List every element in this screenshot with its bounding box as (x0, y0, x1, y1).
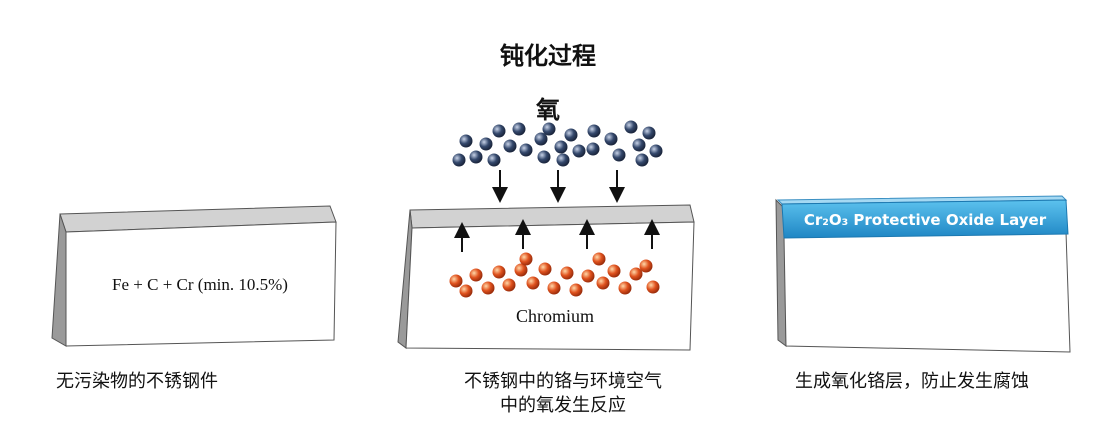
oxygen-molecule (534, 132, 548, 146)
left-caption: 无污染物的不锈钢件 (56, 371, 218, 392)
middle-caption-line-2: 中的氧发生反应 (500, 395, 626, 416)
chromium-molecule (618, 281, 632, 295)
oxygen-molecule (604, 132, 618, 146)
oxygen-molecule (479, 137, 493, 151)
oxygen-molecule (512, 122, 526, 136)
oxygen-molecule (519, 143, 533, 157)
middle-caption: 不锈钢中的铬与环境空气 中的氧发生反应 (398, 370, 728, 418)
left-steel-slab: Fe + C + Cr (min. 10.5%) (51, 205, 337, 347)
oxygen-molecule (554, 140, 568, 154)
oxide-layer-label: Cr₂O₃ Protective Oxide Layer (804, 211, 1047, 229)
oxygen-molecule (564, 128, 578, 142)
chromium-molecule (449, 274, 463, 288)
chromium-molecules (449, 252, 660, 298)
chromium-molecule (481, 281, 495, 295)
right-steel-slab: Cr₂O₃ Protective Oxide Layer (775, 195, 1071, 353)
oxygen-molecule (572, 144, 586, 158)
chromium-molecule (492, 265, 506, 279)
chromium-molecule (519, 252, 533, 266)
chromium-molecule (592, 252, 606, 266)
chromium-molecule (459, 284, 473, 298)
middle-steel-slab: Chromium (397, 204, 695, 351)
chromium-molecule (629, 267, 643, 281)
oxygen-molecule (487, 153, 501, 167)
oxide-layer (781, 199, 1069, 239)
oxygen-molecule (542, 122, 556, 136)
oxygen-molecule (649, 144, 663, 158)
chromium-molecule (502, 278, 516, 292)
right-caption: 生成氧化铬层，防止发生腐蚀 (795, 371, 1029, 392)
chromium-molecule (646, 280, 660, 294)
oxygen-molecule (612, 148, 626, 162)
oxygen-molecule (537, 150, 551, 164)
oxygen-molecule (635, 153, 649, 167)
chromium-molecule (514, 263, 528, 277)
chromium-molecule (560, 266, 574, 280)
diagram-title: 钝化过程 (500, 42, 596, 70)
chromium-molecule (607, 264, 621, 278)
chromium-molecule (569, 283, 583, 297)
oxygen-molecule (632, 138, 646, 152)
oxygen-molecule (503, 139, 517, 153)
chromium-molecule (538, 262, 552, 276)
down-arrows (492, 170, 625, 203)
chromium-molecule (526, 276, 540, 290)
chromium-label: Chromium (516, 306, 594, 326)
oxygen-molecules (452, 120, 663, 167)
alloy-formula: Fe + C + Cr (min. 10.5%) (112, 275, 288, 294)
oxygen-molecule (469, 150, 483, 164)
oxygen-molecule (452, 153, 466, 167)
oxygen-molecule (587, 124, 601, 138)
oxygen-molecule (459, 134, 473, 148)
oxygen-molecule (586, 142, 600, 156)
oxygen-molecule (642, 126, 656, 140)
chromium-molecule (547, 281, 561, 295)
middle-caption-line-1: 不锈钢中的铬与环境空气 (464, 371, 662, 392)
oxygen-molecule (624, 120, 638, 134)
chromium-molecule (581, 269, 595, 283)
chromium-molecule (639, 259, 653, 273)
oxygen-molecule (492, 124, 506, 138)
oxygen-label: 氧 (536, 96, 560, 124)
chromium-molecule (596, 276, 610, 290)
oxygen-molecule (556, 153, 570, 167)
up-arrows (454, 219, 660, 252)
chromium-molecule (469, 268, 483, 282)
